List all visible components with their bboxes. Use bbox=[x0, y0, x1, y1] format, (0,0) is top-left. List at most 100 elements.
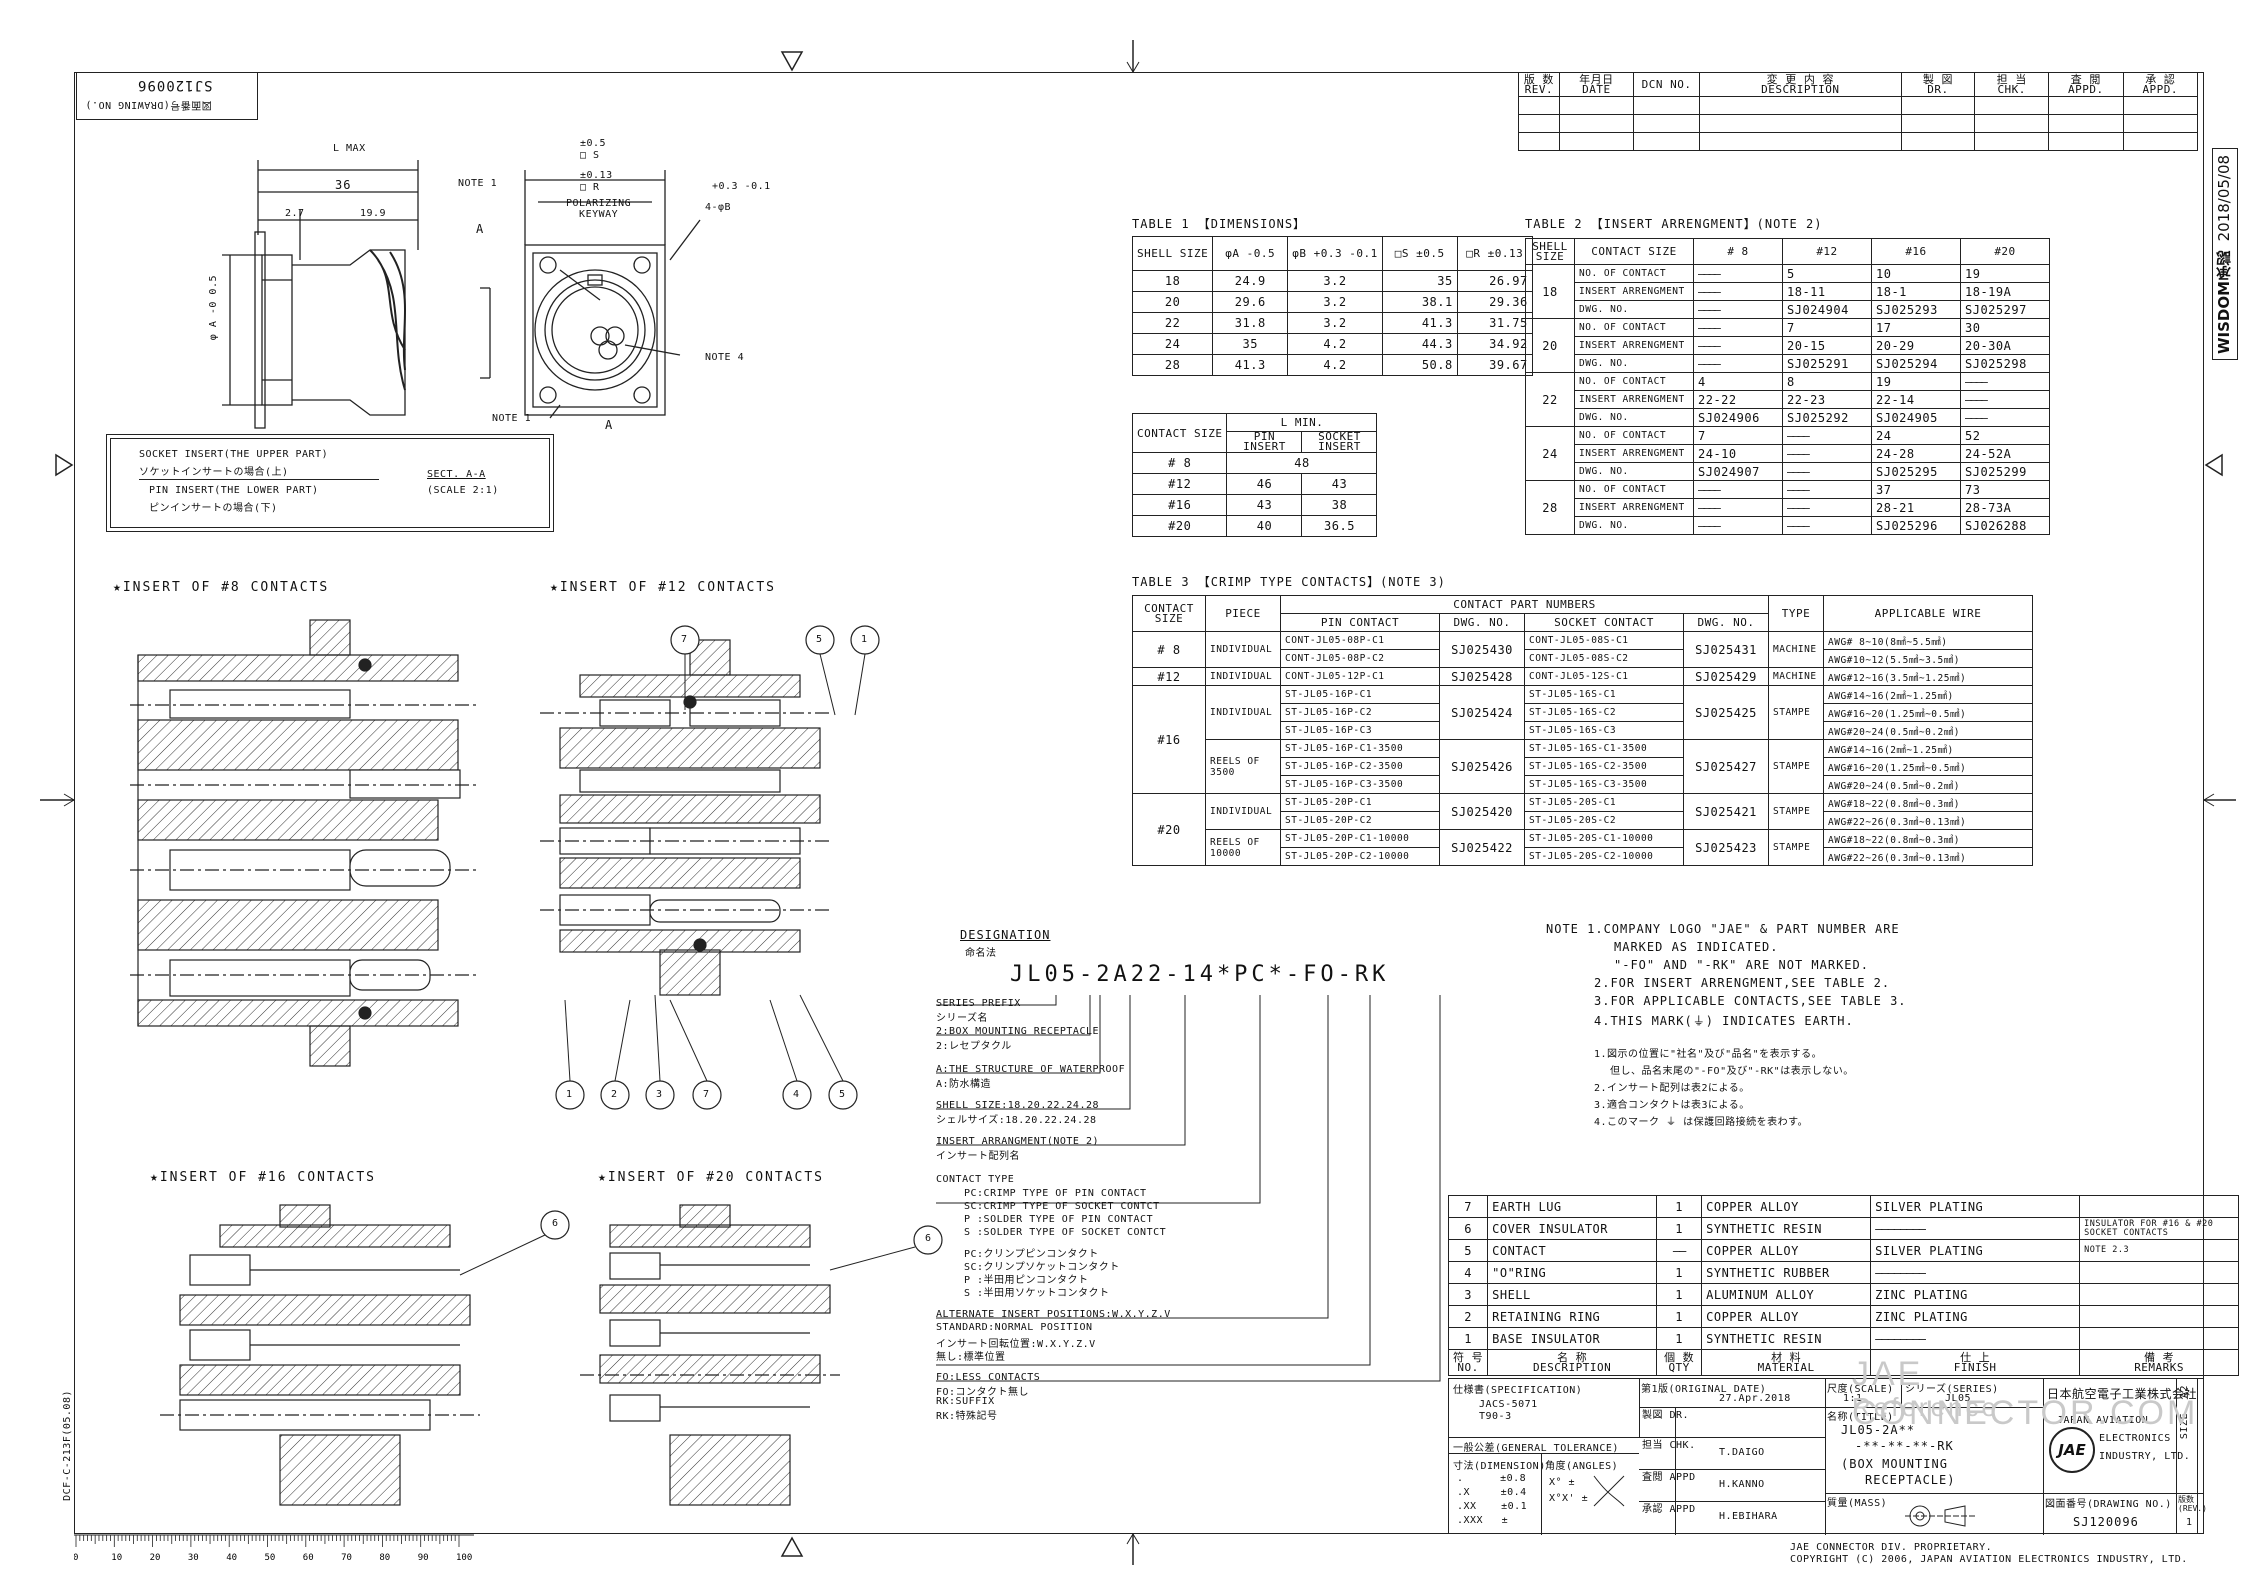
spec-label: 仕様書(SPECIFICATION) bbox=[1453, 1385, 1583, 1396]
table-cell: 6 bbox=[1447, 1217, 1489, 1240]
table-cell: 24-28 bbox=[1871, 444, 1961, 463]
dwg-no-value: SJ120096 bbox=[2073, 1515, 2139, 1529]
table-cell: ST-JL05-16S-C1-3500 bbox=[1524, 739, 1684, 758]
note-line: 4.THIS MARK(⏚) INDICATES EARTH. bbox=[1594, 1014, 1854, 1028]
designation-item-jp: RK:特殊記号 bbox=[936, 1411, 998, 1422]
table-cell: ZINC PLATING bbox=[1870, 1283, 2081, 1306]
table-cell: SJ025297 bbox=[1960, 300, 2050, 319]
table-cell: INSERT ARRENGMENT bbox=[1574, 390, 1694, 409]
designation-item: 2:BOX MOUNTING RECEPTACLE bbox=[936, 1026, 1100, 1037]
table-cell: 20-30A bbox=[1960, 336, 2050, 355]
table-cell: NO. OF CONTACT bbox=[1574, 480, 1694, 499]
size-rev-column: A2 SIZE 版数 (REV.) 1 bbox=[2176, 1378, 2207, 1534]
designation-code: JL05-2A22-14*PC*-FO-RK bbox=[1010, 962, 1390, 987]
t3-h-piece: PIECE bbox=[1205, 595, 1281, 632]
table-cell: INDIVIDUAL bbox=[1205, 631, 1281, 668]
orig-date: 27.Apr.2018 bbox=[1719, 1393, 1791, 1404]
appd2-label: 承認 APPD bbox=[1642, 1504, 1696, 1515]
table-cell: 52 bbox=[1960, 426, 2050, 445]
table-cell: 40 bbox=[1226, 515, 1303, 537]
section-a-top: A bbox=[476, 222, 485, 236]
table3-header-2: PIN CONTACT DWG. NO. SOCKET CONTACT DWG.… bbox=[1133, 613, 2033, 632]
table-cell: 3.2 bbox=[1287, 291, 1383, 313]
table-cell: 1 bbox=[1447, 1327, 1489, 1350]
table-cell: 10 bbox=[1871, 264, 1961, 283]
designation-item-jp: シリーズ名 bbox=[936, 1013, 988, 1024]
approval-stamp: WISDOM承認 2018/05/08 bbox=[2212, 148, 2238, 360]
table-cell: INDIVIDUAL bbox=[1205, 793, 1281, 830]
table-cell: 73 bbox=[1960, 480, 2050, 499]
tolerance-x-symbol bbox=[1593, 1475, 1625, 1507]
table-cell: ST-JL05-16P-C1 bbox=[1280, 685, 1440, 704]
table-cell: 1 bbox=[1656, 1261, 1703, 1284]
designation-item: SC:クリンプソケットコンタクト bbox=[964, 1262, 1120, 1273]
table-cell: AWG#12~16(3.5㎟~1.25㎟) bbox=[1823, 667, 2033, 686]
table2-title: TABLE 2 【INSERT ARRENGMENT】(NOTE 2) bbox=[1525, 217, 1823, 231]
table-cell: 4.2 bbox=[1287, 354, 1383, 376]
revision-row bbox=[1518, 96, 2199, 115]
table-cell: AWG#10~12(5.5㎟~3.5㎟) bbox=[1823, 649, 2033, 668]
table-cell: CONTACT bbox=[1487, 1239, 1658, 1262]
series-value: JL05 bbox=[1945, 1393, 1972, 1404]
table-cell: 26.97 bbox=[1456, 270, 1533, 292]
table-cell: 18-1 bbox=[1871, 282, 1961, 301]
company-jp: 日本航空電子工業株式会社 bbox=[2047, 1387, 2198, 1401]
table-cell: ST-JL05-16P-C1-3500 bbox=[1280, 739, 1440, 758]
table-cell: SYNTHETIC RESIN bbox=[1701, 1217, 1872, 1240]
table-cell: ST-JL05-16S-C3 bbox=[1524, 721, 1684, 740]
company-en-3: INDUSTRY, LTD. bbox=[2099, 1451, 2191, 1462]
drawing-number-label-inverted: 図面番号(DRAWING NO.) bbox=[85, 99, 212, 110]
table-cell: 1 bbox=[1656, 1217, 1703, 1240]
table-cell: 7 bbox=[1447, 1195, 1489, 1218]
table-cell: "O"RING bbox=[1487, 1261, 1658, 1284]
t1-h-r: □R ±0.13 bbox=[1456, 236, 1533, 271]
t2-h-12: #12 bbox=[1782, 238, 1872, 265]
table-cell: ———— bbox=[1693, 300, 1783, 319]
holes-label: 4-φB bbox=[705, 202, 732, 213]
table-cell: ST-JL05-20P-C2 bbox=[1280, 811, 1440, 830]
table-cell: DWG. NO. bbox=[1574, 354, 1694, 373]
table3-crimp-contacts: CONTACT SIZE PIECE CONTACT PART NUMBERS … bbox=[1132, 595, 2033, 866]
table-cell: SJ025421 bbox=[1683, 793, 1769, 830]
designation-item: S :SOLDER TYPE OF SOCKET CONTCT bbox=[964, 1227, 1167, 1238]
table-cell: 18 bbox=[1525, 264, 1575, 319]
table-cell: SJ025430 bbox=[1439, 631, 1525, 668]
table-cell: ST-JL05-20S-C2-10000 bbox=[1524, 847, 1684, 866]
table-cell: 4 bbox=[1447, 1261, 1489, 1284]
ruler-label: 50 bbox=[265, 1553, 276, 1563]
insert-12-title: ★INSERT OF #12 CONTACTS bbox=[550, 580, 777, 595]
company-en-1: JAPAN AVIATION bbox=[2057, 1415, 2149, 1426]
designation-item: PC:クリンプピンコンタクト bbox=[964, 1249, 1099, 1260]
designation-item-jp: FO:コンタクト無し bbox=[936, 1387, 1030, 1398]
table-cell: 1 bbox=[1656, 1305, 1703, 1328]
t1-h-b: φB +0.3 -0.1 bbox=[1287, 236, 1383, 271]
table-cell: SJ025423 bbox=[1683, 829, 1769, 866]
table-cell: ST-JL05-20S-C2 bbox=[1524, 811, 1684, 830]
table-cell: SJ025293 bbox=[1871, 300, 1961, 319]
table-cell: 7 bbox=[1782, 318, 1872, 337]
table-cell: DWG. NO. bbox=[1574, 300, 1694, 319]
ruler-label: 90 bbox=[418, 1553, 429, 1563]
mass-cell: 質量(MASS) bbox=[1825, 1493, 2044, 1535]
ruler-label: 60 bbox=[303, 1553, 314, 1563]
tol-s: ±0.5 bbox=[580, 138, 607, 149]
table-cell: ———— bbox=[1782, 498, 1872, 517]
socket-insert-en: SOCKET INSERT(THE UPPER PART) bbox=[139, 449, 329, 460]
proprietary-line: JAE CONNECTOR DIV. PROPRIETARY. bbox=[1790, 1542, 1993, 1553]
table-cell: 48 bbox=[1226, 452, 1378, 474]
connector-views bbox=[222, 160, 701, 429]
table-cell: SJ026288 bbox=[1960, 516, 2050, 535]
spec-value-1: JACS-5071 bbox=[1479, 1399, 1538, 1410]
note-line: NOTE 1.COMPANY LOGO "JAE" & PART NUMBER … bbox=[1546, 922, 1900, 936]
table-cell: STAMPE bbox=[1768, 829, 1824, 866]
